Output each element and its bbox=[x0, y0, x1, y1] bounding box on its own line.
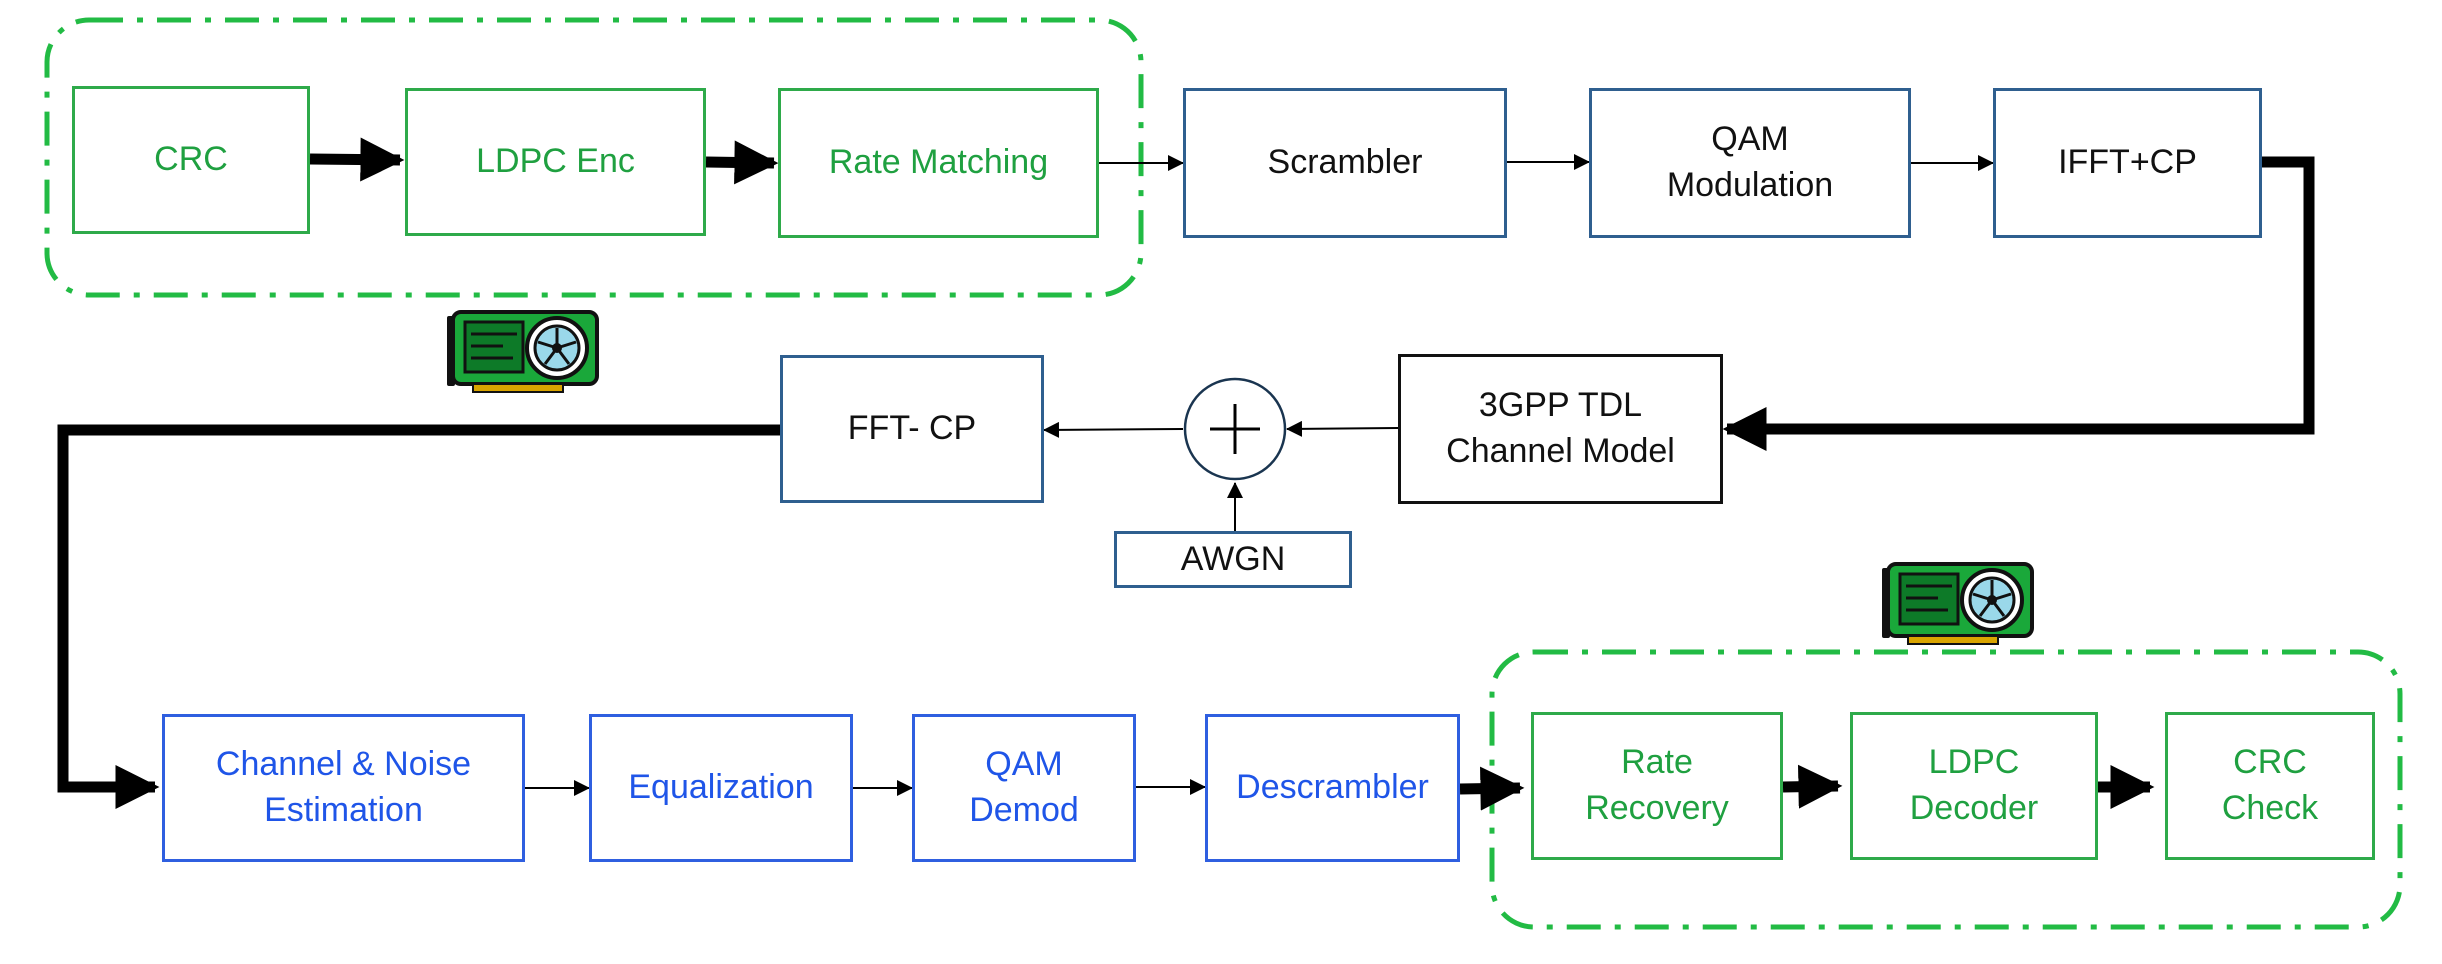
rate-recovery-block: Rate Recovery bbox=[1531, 712, 1783, 860]
crc-block: CRC bbox=[72, 86, 310, 234]
arrow-descrambler-to-raterecovery bbox=[1459, 766, 1525, 811]
equalization-block: Equalization bbox=[589, 714, 853, 862]
qam-modulation-block: QAM Modulation bbox=[1589, 88, 1911, 238]
ldpc-enc-block: LDPC Enc bbox=[405, 88, 706, 236]
rate-matching-block: Rate Matching bbox=[778, 88, 1099, 238]
fft-cp-block: FFT- CP bbox=[780, 355, 1044, 503]
arrow-crc-to-ldpc bbox=[309, 137, 405, 182]
tdl-channel-model-block: 3GPP TDL Channel Model bbox=[1398, 354, 1723, 504]
arrow-fft-to-channel-estimation bbox=[57, 424, 780, 809]
arrow-channel-to-adder bbox=[1286, 420, 1399, 437]
qam-demod-block: QAM Demod bbox=[912, 714, 1136, 862]
awgn-block: AWGN bbox=[1114, 531, 1352, 588]
ldpc-decoder-block: LDPC Decoder bbox=[1850, 712, 2098, 860]
gpu-card-icon bbox=[1882, 562, 2034, 645]
channel-noise-estimation-block: Channel & Noise Estimation bbox=[162, 714, 525, 862]
gpu-card-icon bbox=[447, 310, 599, 393]
ifft-cp-block: IFFT+CP bbox=[1993, 88, 2262, 238]
gpu-group-top bbox=[44, 17, 1144, 298]
arrow-ldpc-to-ratematching bbox=[705, 140, 779, 185]
scrambler-block: Scrambler bbox=[1183, 88, 1507, 238]
arrow-ifft-to-channel bbox=[1722, 156, 2315, 451]
arrow-raterecovery-to-ldpc bbox=[1782, 764, 1843, 809]
arrow-adder-to-fft bbox=[1043, 421, 1184, 438]
plus-icon bbox=[1210, 404, 1260, 454]
descrambler-block: Descrambler bbox=[1205, 714, 1460, 862]
crc-check-block: CRC Check bbox=[2165, 712, 2375, 860]
